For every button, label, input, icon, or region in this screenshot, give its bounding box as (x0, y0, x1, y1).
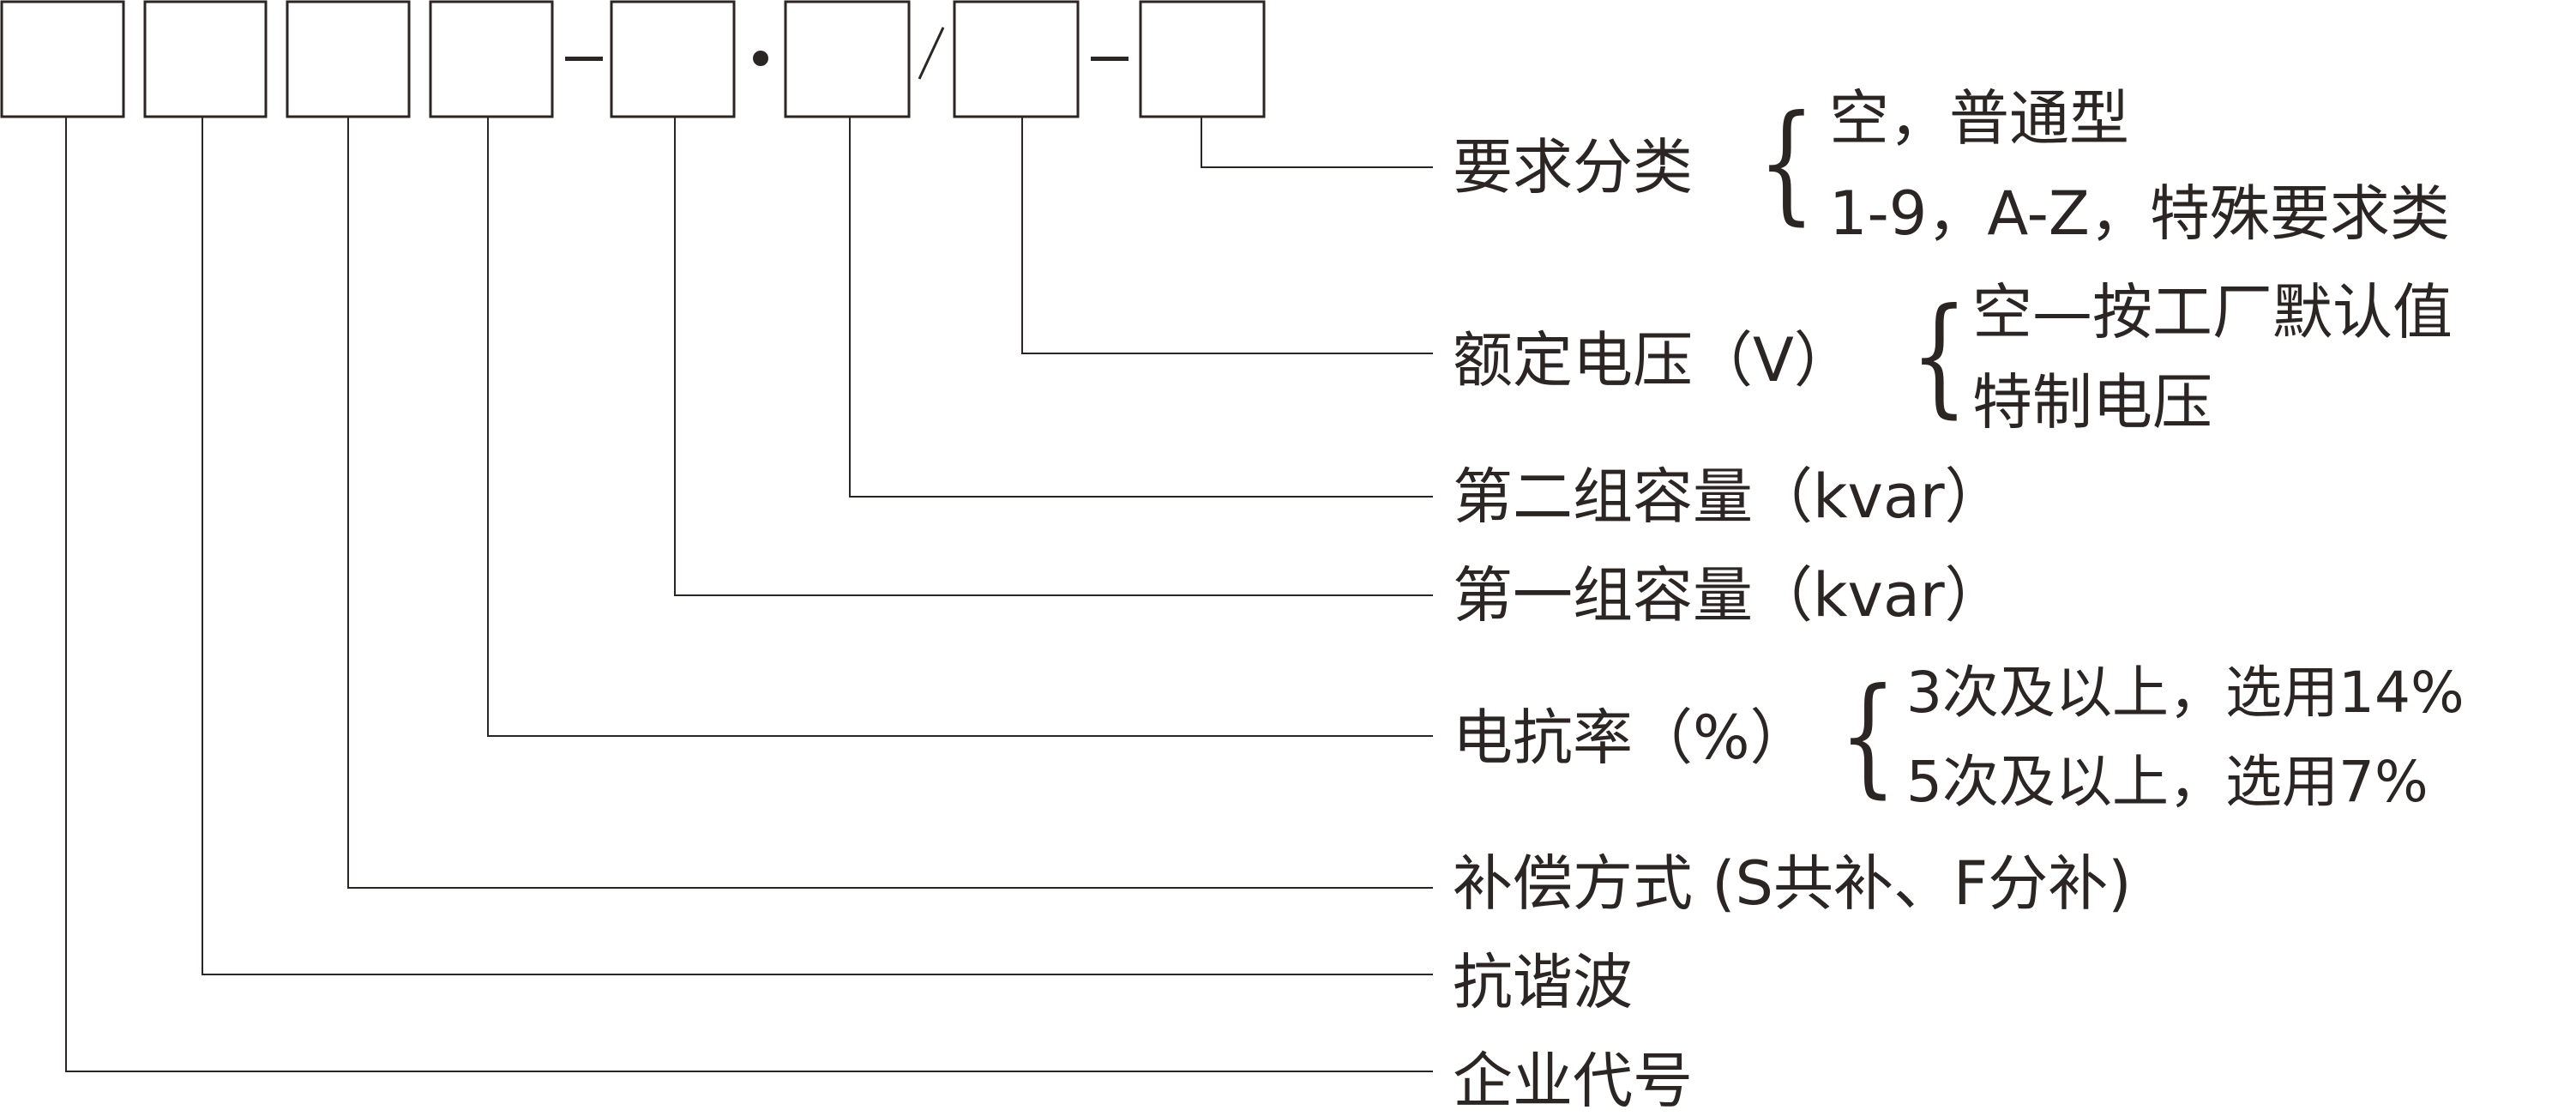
separator-dash-1 (565, 57, 603, 61)
code-box-1 (0, 0, 125, 118)
separator-dot (753, 51, 768, 66)
leader-line-1 (65, 117, 1433, 1072)
brace-icon: { (1758, 88, 1815, 238)
option-reactance-1: 3次及以上，选用14% (1906, 660, 2465, 726)
label-anti-harmonic: 抗谐波 (1453, 947, 1633, 1017)
separator-slash (918, 27, 945, 80)
label-rated-voltage: 额定电压（V） (1453, 325, 1854, 395)
code-box-8 (1139, 0, 1266, 118)
separator-dash-2 (1091, 57, 1129, 61)
option-voltage-1: 空—按工厂默认值 (1972, 277, 2453, 347)
leader-line-4 (487, 117, 1433, 737)
leader-line-7 (1021, 117, 1433, 354)
option-voltage-2: 特制电压 (1972, 367, 2212, 437)
leader-line-6 (849, 117, 1433, 498)
option-requirement-1: 空，普通型 (1829, 83, 2129, 154)
brace-icon: { (1911, 281, 1968, 431)
label-company-code: 企业代号 (1453, 1046, 1693, 1116)
code-box-7 (953, 0, 1080, 118)
leader-line-8 (1201, 117, 1433, 168)
leader-line-3 (347, 117, 1433, 889)
option-reactance-2: 5次及以上，选用7% (1906, 749, 2429, 815)
leader-line-5 (674, 117, 1433, 596)
label-compensation-mode: 补偿方式 (S共补、F分补) (1453, 848, 2132, 919)
label-reactance-rate: 电抗率（%） (1453, 703, 1810, 773)
code-box-3 (286, 0, 411, 118)
label-second-group-capacity: 第二组容量（kvar） (1453, 461, 2005, 532)
code-box-5 (610, 0, 736, 118)
label-requirement-class: 要求分类 (1453, 132, 1693, 202)
leader-line-2 (202, 117, 1433, 975)
code-box-2 (143, 0, 268, 118)
option-requirement-2: 1-9，A-Z，特殊要求类 (1829, 178, 2450, 249)
brace-icon: { (1839, 661, 1897, 811)
code-box-6 (784, 0, 911, 118)
code-box-4 (429, 0, 554, 118)
label-first-group-capacity: 第一组容量（kvar） (1453, 560, 2005, 630)
